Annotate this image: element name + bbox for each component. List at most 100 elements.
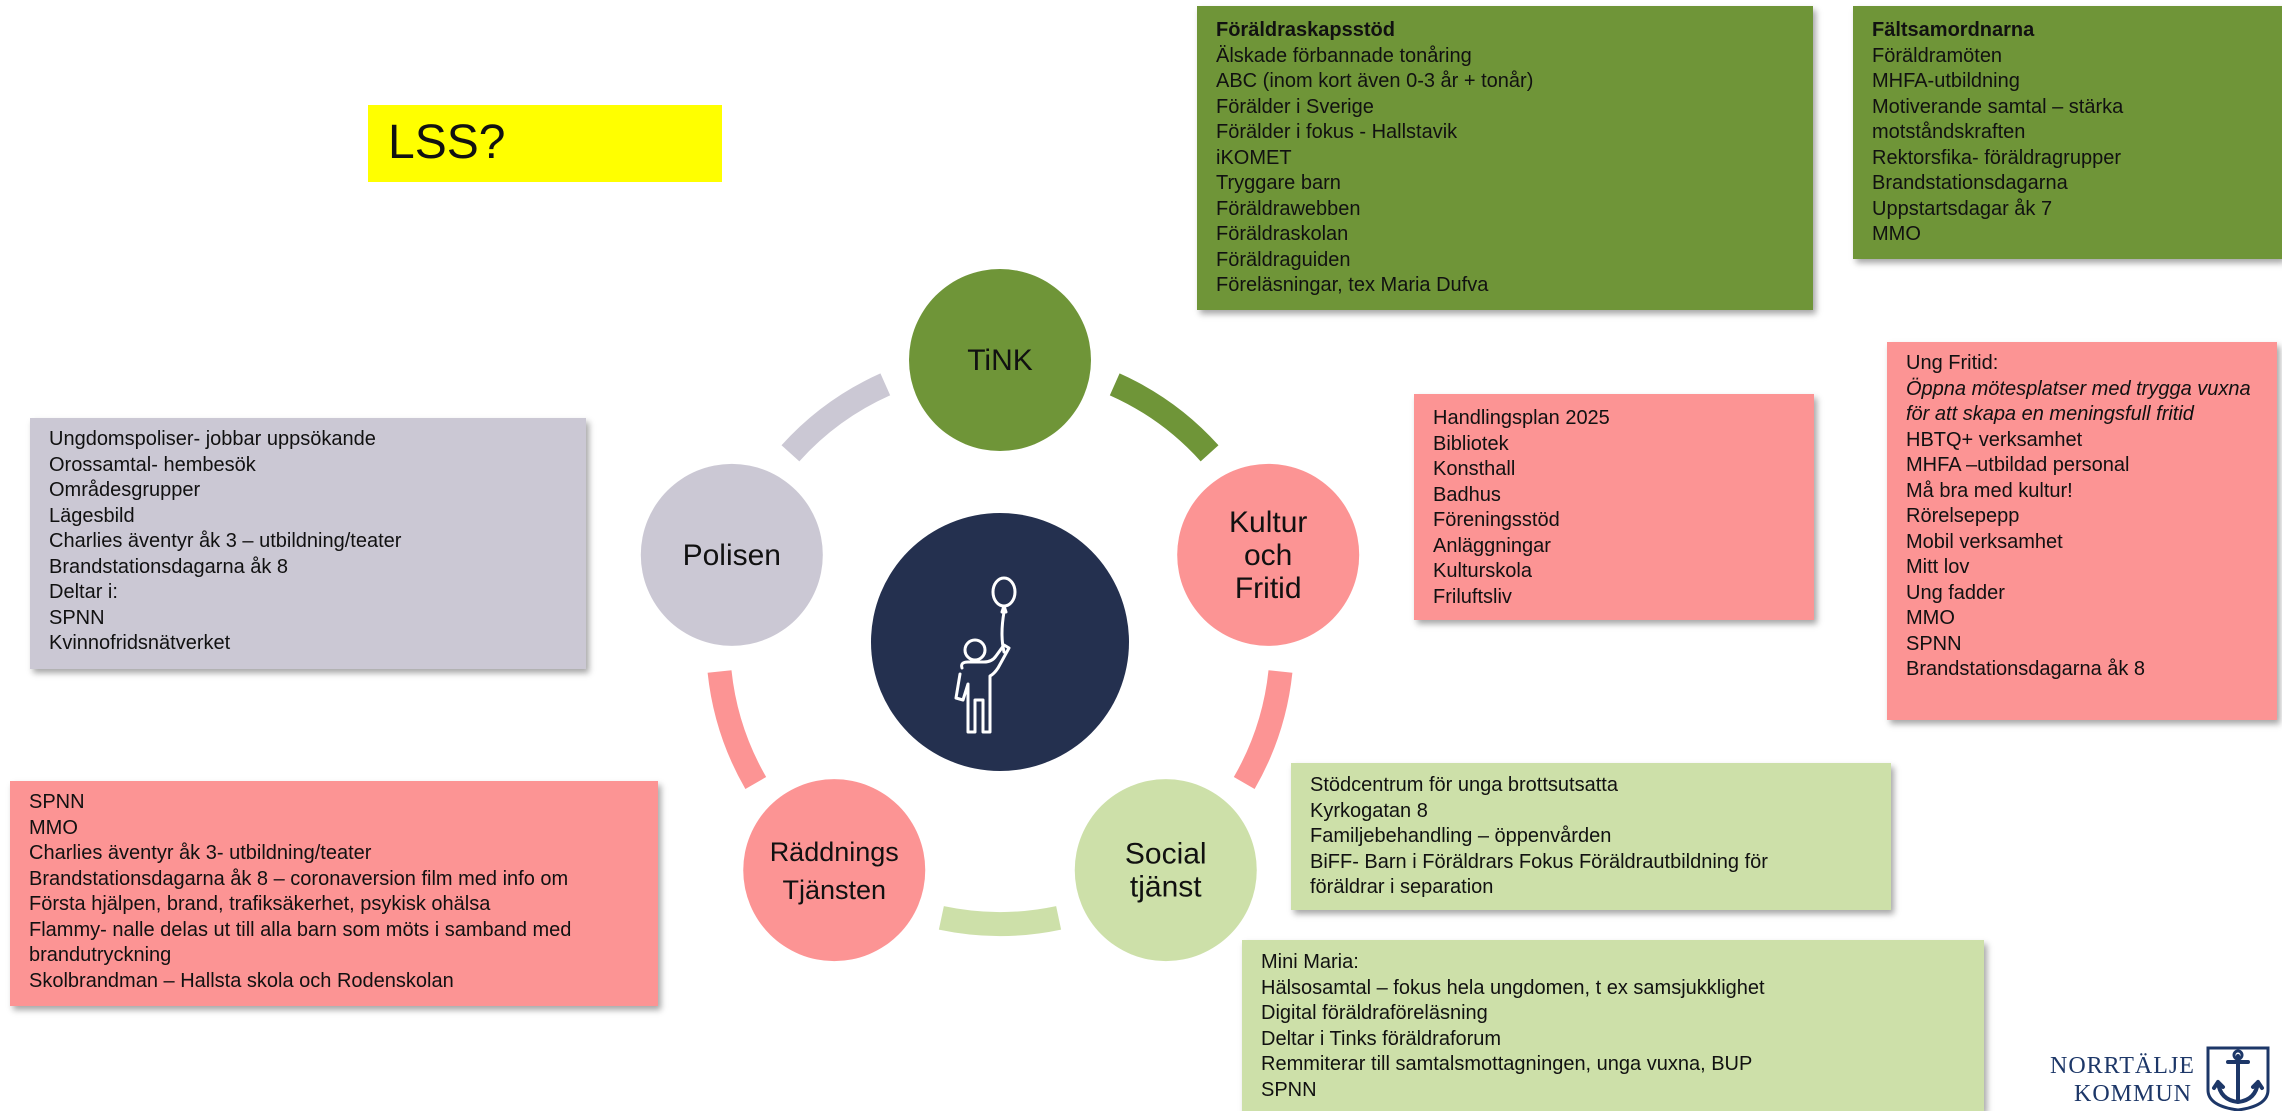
list-item: MHFA –utbildad personal (1906, 454, 2130, 476)
list-item: Brandstationsdagarna åk 8 – coronaversio… (29, 867, 569, 890)
ring-arc-kultur (1233, 670, 1293, 789)
list-item: Första hjälpen, brand, trafiksäkerhet, p… (29, 893, 491, 915)
node-label: och (1244, 539, 1292, 572)
list-item: Kulturskola (1433, 560, 1532, 582)
list-item: Älskade förbannade tonåring (1216, 44, 1472, 67)
list-item: SPNN (1906, 632, 1962, 655)
list-item: Mitt lov (1906, 556, 1970, 578)
node-label: TiNK (967, 344, 1033, 377)
list-item: Mobil verksamhet (1906, 530, 2063, 553)
list-item: Anläggningar (1433, 534, 1551, 557)
list-item: Bibliotek (1433, 432, 1509, 455)
list-item: Föreningsstöd (1433, 509, 1560, 531)
list-item: Handlingsplan 2025 (1433, 407, 1610, 429)
node-circle (1177, 463, 1360, 646)
list-item: Lägesbild (49, 504, 135, 527)
list-item: motståndskraften (1872, 121, 2026, 143)
node-polisen: Polisen (640, 463, 823, 646)
ring-arcs (707, 373, 1293, 936)
list-item: MHFA-utbildning (1872, 70, 2020, 92)
list-item: Badhus (1433, 483, 1501, 506)
lss-question-tag: LSS? (368, 105, 722, 182)
ring-arc-tink (1109, 373, 1219, 462)
list-item: MMO (1906, 607, 1955, 629)
list-item: Områdesgrupper (49, 479, 201, 501)
list-item: Uppstartsdagar åk 7 (1872, 197, 2053, 220)
logo-text-line: NORRTÄLJE (2050, 1053, 2195, 1079)
list-item: Föreläsningar, tex Maria Dufva (1216, 274, 1489, 296)
node-tink: TiNK (909, 269, 1091, 451)
ung-fritid-box: Ung Fritid: Öppna mötesplatser med trygg… (1887, 342, 2277, 720)
list-item: Hälsosamtal – fokus hela ungdomen, t ex … (1261, 976, 1765, 999)
list-item: Charlies äventyr åk 3- utbildning/teater (29, 842, 372, 864)
list-item: iKOMET (1216, 146, 1292, 169)
list-item: Förälder i fokus - Hallstavik (1216, 121, 1458, 143)
faltsamordnarna-box: Fältsamordnarna Föräldramöten MHFA-utbil… (1853, 6, 2282, 259)
list-item: Familjebehandling – öppenvården (1310, 825, 1612, 847)
list-item: Flammy- nalle delas ut till alla barn so… (29, 918, 572, 941)
center-circle (871, 513, 1129, 771)
faltsamordnarna-heading: Fältsamordnarna (1872, 19, 2035, 41)
list-item: Kyrkogatan 8 (1310, 799, 1428, 822)
list-item: Deltar i Tinks föräldraforum (1261, 1027, 1502, 1050)
list-item: brandutryckning (29, 944, 172, 966)
foraldraskapsstod-heading: Föräldraskapsstöd (1216, 19, 1395, 41)
list-item: föräldrar i separation (1310, 876, 1494, 898)
node-label: Kultur (1229, 506, 1307, 539)
polisen-box: Ungdomspoliser- jobbar uppsökande Orossa… (30, 418, 586, 669)
center-node (871, 513, 1129, 771)
list-item: SPNN (29, 791, 85, 813)
ung-fritid-intro: Öppna mötesplatser med trygga vuxna för … (1906, 377, 2251, 426)
node-label: Social (1125, 838, 1207, 871)
list-item: Ungdomspoliser- jobbar uppsökande (49, 428, 376, 450)
list-item: Brandstationsdagarna (1872, 172, 2068, 194)
list-item: Ung fadder (1906, 581, 2005, 604)
list-item: Må bra med kultur! (1906, 479, 2073, 502)
node-label: Fritid (1235, 572, 1302, 605)
list-item: Deltar i: (49, 581, 118, 603)
node-label: Polisen (683, 539, 781, 572)
node-label: tjänst (1130, 871, 1202, 904)
social-tjanst-box: Stödcentrum för unga brottsutsatta Kyrko… (1291, 763, 1891, 910)
list-item: Skolbrandman – Hallsta skola och Rodensk… (29, 969, 454, 992)
ung-fritid-heading: Ung Fritid: (1906, 352, 1999, 374)
list-item: Remmiterar till samtalsmottagningen, ung… (1261, 1053, 1753, 1075)
node-circle (909, 269, 1091, 451)
list-item: MMO (29, 816, 78, 839)
list-item: Föräldramöten (1872, 44, 2003, 67)
list-item: Digital föräldraföreläsning (1261, 1002, 1488, 1024)
logo-text-line: KOMMUN (2073, 1081, 2192, 1107)
mini-maria-box: Mini Maria: Hälsosamtal – fokus hela ung… (1242, 940, 1984, 1111)
list-item: Stödcentrum för unga brottsutsatta (1310, 774, 1618, 796)
ring-arc-social (938, 906, 1062, 936)
list-item: BiFF- Barn i Föräldrars Fokus Föräldraut… (1310, 850, 1768, 873)
norrtalje-kommun-logo: NORRTÄLJE KOMMUN (2050, 1044, 2282, 1111)
list-item: Konsthall (1433, 458, 1516, 480)
node-label: Räddnings (770, 837, 899, 867)
list-item: Rörelsepepp (1906, 505, 2020, 527)
list-item: SPNN (49, 606, 105, 629)
ring-arc-raddnings (707, 670, 767, 789)
list-item: Tryggare barn (1216, 172, 1341, 194)
list-item: Charlies äventyr åk 3 – utbildning/teate… (49, 530, 402, 552)
list-item: Förälder i Sverige (1216, 95, 1374, 118)
list-item: Rektorsfika- föräldragrupper (1872, 146, 2121, 169)
raddningstjansten-box: SPNN MMO Charlies äventyr åk 3- utbildni… (10, 781, 658, 1006)
logo-text: NORRTÄLJE KOMMUN (2050, 1052, 2195, 1108)
foraldraskapsstod-box: Föräldraskapsstöd Älskade förbannade ton… (1197, 6, 1813, 310)
node-circle (640, 463, 823, 646)
list-item: Orossamtal- hembesök (49, 453, 256, 476)
anchor-crest-icon (2206, 1046, 2270, 1111)
child-with-balloon-icon (954, 576, 1017, 734)
kultur-fritid-box: Handlingsplan 2025 Bibliotek Konsthall B… (1414, 394, 1814, 620)
list-item: Föräldrawebben (1216, 197, 1361, 220)
node-circle (743, 779, 926, 962)
list-item: Brandstationsdagarna åk 8 (1906, 658, 2146, 680)
list-item: SPNN (1261, 1078, 1317, 1101)
list-item: Föräldraskolan (1216, 223, 1349, 245)
